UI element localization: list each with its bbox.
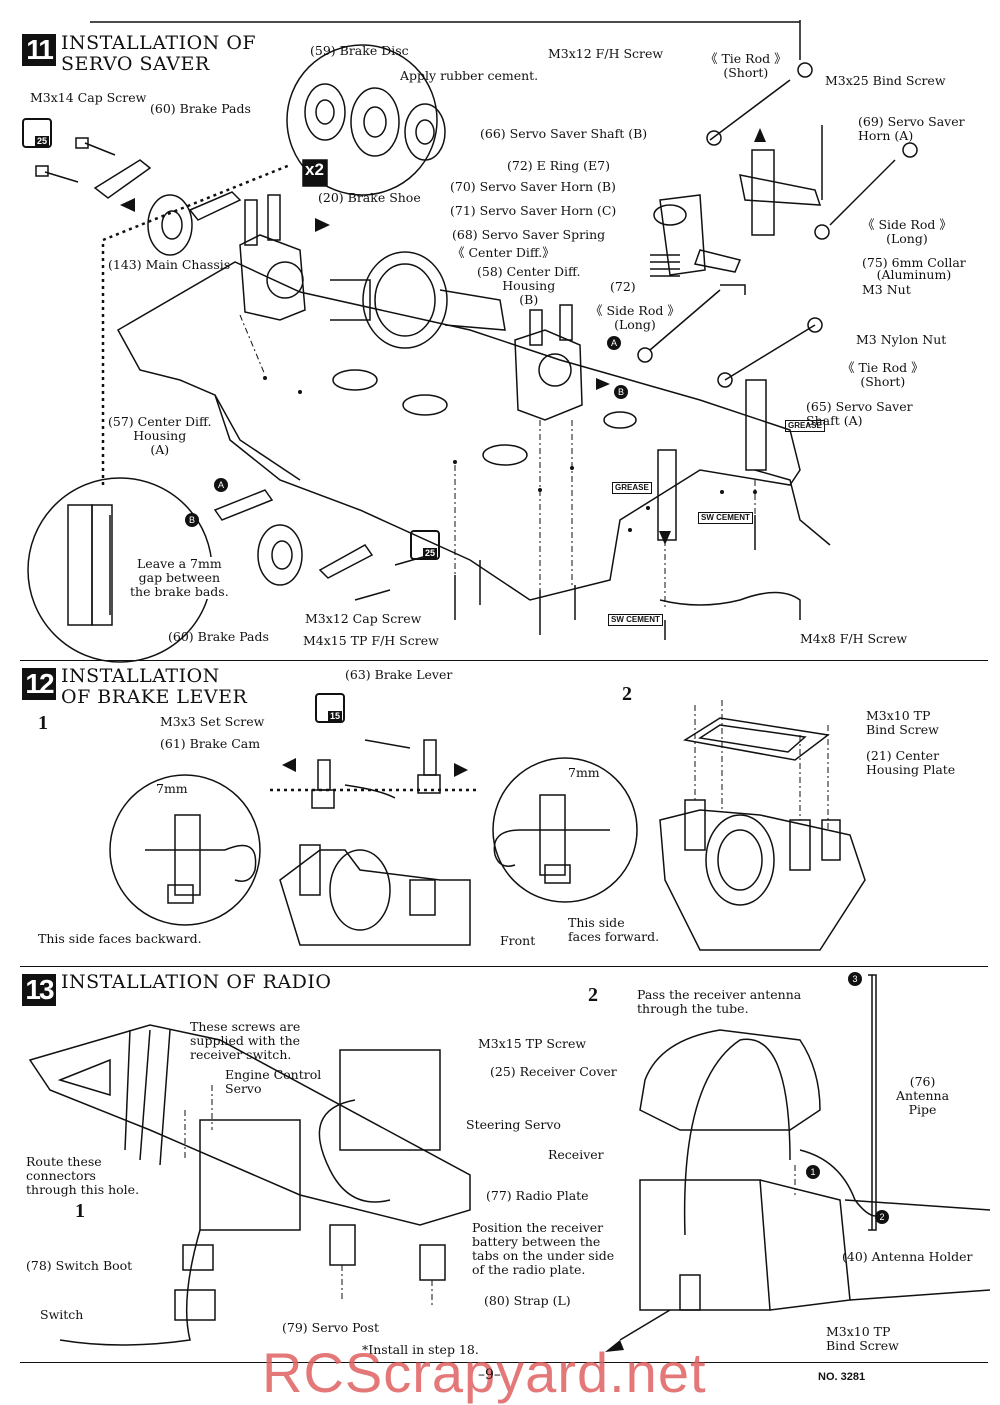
label-brake-disc: (59) Brake Disc <box>310 43 409 58</box>
label-7mm-right: 7mm <box>568 765 600 780</box>
quantity-x2: x2 <box>305 160 324 179</box>
label-route-connectors: Route these connectors through this hole… <box>26 1154 140 1197</box>
label-switch-boot: (78) Switch Boot <box>26 1258 133 1273</box>
label-radio-plate: (77) Radio Plate <box>486 1188 589 1203</box>
callout-1: 1 <box>806 1165 820 1179</box>
label-receiver-cover: (25) Receiver Cover <box>490 1064 617 1079</box>
label-screws-supplied: These screws are supplied with the recei… <box>190 1019 301 1062</box>
label-m3x10-tp-bind-screw: M3x10 TP Bind Screw <box>866 708 939 737</box>
section-divider <box>20 966 988 967</box>
footer-divider <box>20 1362 988 1363</box>
label-e-ring-72: (72) <box>610 279 636 294</box>
section-number-12: 12 <box>22 668 56 700</box>
label-m3x12-fh-screw: M3x12 F/H Screw <box>548 46 664 61</box>
label-strap: (80) Strap (L) <box>484 1293 571 1308</box>
marker-b: B <box>185 513 199 527</box>
label-center-housing-plate: (21) Center Housing Plate <box>866 748 956 777</box>
label-m3x14-cap-screw: M3x14 Cap Screw <box>30 90 147 105</box>
label-servo-saver-horn-c: (71) Servo Saver Horn (C) <box>450 203 617 218</box>
tool-size-badge: 25 <box>22 118 52 148</box>
label-steering-servo: Steering Servo <box>466 1117 561 1132</box>
label-faces-backward: This side faces backward. <box>38 931 202 946</box>
label-antenna-holder: (40) Antenna Holder <box>842 1249 973 1264</box>
watermark: RCScrapyard.net <box>262 1341 707 1404</box>
label-servo-post: (79) Servo Post <box>282 1320 379 1335</box>
label-center-diff: 《 Center Diff.》 <box>452 245 555 260</box>
label-antenna-pipe: (76) Antenna Pipe <box>896 1074 950 1117</box>
label-position-battery: Position the receiver battery between th… <box>472 1220 615 1277</box>
document-number: NO. 3281 <box>818 1371 866 1383</box>
label-center-diff-housing-b: (58) Center Diff. Housing (B) <box>477 264 581 307</box>
label-switch: Switch <box>40 1307 84 1322</box>
callout-2: 2 <box>875 1210 889 1224</box>
sw-cement-tag: SW CEMENT <box>608 614 663 626</box>
label-6mm-collar: (75) 6mm Collar (Aluminum) <box>862 255 966 282</box>
section-number-13: 13 <box>22 974 56 1006</box>
label-side-rod-long-right: 《 Side Rod 》 (Long) <box>862 217 952 246</box>
label-m4x8-fh-screw: M4x8 F/H Screw <box>800 631 908 646</box>
label-m3x10-tp-bind-screw: M3x10 TP Bind Screw <box>826 1324 899 1353</box>
label-front-arrow: Front <box>500 933 536 948</box>
label-pass-antenna: Pass the receiver antenna through the tu… <box>637 987 802 1016</box>
label-brake-shoe: (20) Brake Shoe <box>318 190 421 205</box>
label-servo-saver-shaft-a: (65) Servo Saver Shaft (A) <box>806 399 913 428</box>
page-number: –9– <box>478 1367 501 1383</box>
label-center-diff-housing-a: (57) Center Diff. Housing (A) <box>108 414 212 457</box>
label-engine-control-servo: Engine Control Servo <box>225 1067 322 1096</box>
label-side-rod-long-center: 《 Side Rod 》 (Long) <box>590 303 680 332</box>
section-divider <box>20 660 988 661</box>
label-m3x3-set-screw: M3x3 Set Screw <box>160 714 265 729</box>
sw-cement-tag: SW CEMENT <box>698 512 753 524</box>
label-m4x15-tp-fh-screw: M4x15 TP F/H Screw <box>303 633 439 648</box>
label-brake-pads-bottom: (60) Brake Pads <box>168 629 269 644</box>
label-m3x12-cap-screw: M3x12 Cap Screw <box>305 611 422 626</box>
step-number-1: 1 <box>75 1200 85 1222</box>
label-m3x25-bind-screw: M3x25 Bind Screw <box>825 73 946 88</box>
label-leave-7mm-gap: Leave a 7mm gap between the brake bads. <box>130 556 229 599</box>
section-title-12: INSTALLATION OF BRAKE LEVER <box>61 665 248 708</box>
step-number-2: 2 <box>622 683 632 705</box>
tool-size-badge: 25 <box>410 530 440 560</box>
label-m3-nut: M3 Nut <box>862 282 911 297</box>
label-brake-cam: (61) Brake Cam <box>160 736 261 751</box>
label-install-in-step-18: *Install in step 18. <box>362 1342 479 1357</box>
marker-a: A <box>607 336 621 350</box>
step-number-1: 1 <box>38 712 48 734</box>
step-number-2: 2 <box>588 984 598 1006</box>
label-m3x15-tp-screw: M3x15 TP Screw <box>478 1036 587 1051</box>
label-main-chassis: (143) Main Chassis <box>108 257 231 272</box>
label-servo-saver-shaft-b: (66) Servo Saver Shaft (B) <box>480 126 648 141</box>
label-7mm-left: 7mm <box>156 781 188 796</box>
marker-b: B <box>614 385 628 399</box>
label-brake-pads-top: (60) Brake Pads <box>150 101 251 116</box>
marker-a: A <box>214 478 228 492</box>
section-number-11: 11 <box>22 34 56 66</box>
tool-size-badge: 15 <box>315 693 345 723</box>
label-e-ring: (72) E Ring (E7) <box>507 158 610 173</box>
label-servo-saver-horn-b: (70) Servo Saver Horn (B) <box>450 179 616 194</box>
label-faces-forward: This side faces forward. <box>568 915 660 944</box>
callout-3: 3 <box>848 972 862 986</box>
label-servo-saver-spring: (68) Servo Saver Spring <box>452 227 606 242</box>
label-servo-saver-horn-a: (69) Servo Saver Horn (A) <box>858 114 965 143</box>
label-m3-nylon-nut: M3 Nylon Nut <box>856 332 947 347</box>
label-receiver: Receiver <box>548 1147 604 1162</box>
label-apply-rubber-cement: Apply rubber cement. <box>400 68 539 83</box>
label-tie-rod-short-top: 《 Tie Rod 》 (Short) <box>705 51 787 80</box>
section-title-11: INSTALLATION OF SERVO SAVER <box>61 32 257 75</box>
grease-tag: GREASE <box>612 482 652 494</box>
section-title-13: INSTALLATION OF RADIO <box>61 971 332 993</box>
grease-tag: GREASE <box>785 420 825 432</box>
label-tie-rod-short-right: 《 Tie Rod 》 (Short) <box>842 360 924 389</box>
label-brake-lever: (63) Brake Lever <box>345 667 453 682</box>
